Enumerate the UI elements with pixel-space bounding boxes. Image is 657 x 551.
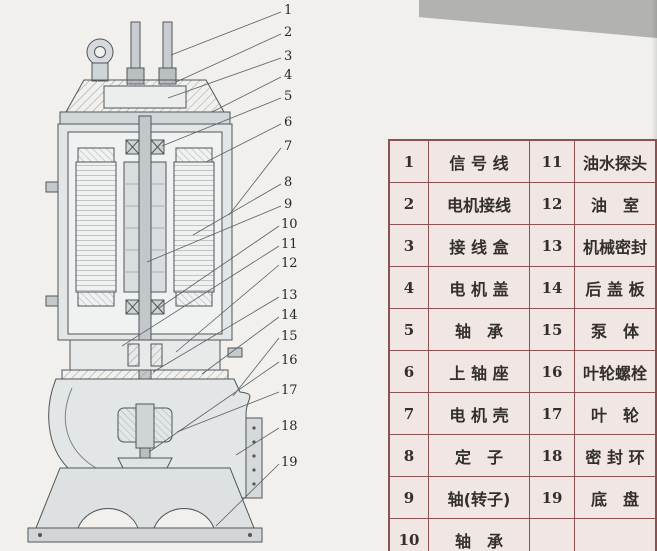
lower-bearing [125,299,165,315]
part-name: 机械密封 [574,224,657,267]
part-number: 13 [529,224,575,267]
part-name: 轴 承 [428,518,530,551]
part-number: 10 [388,518,429,551]
part-name [574,518,657,551]
parts-table: 1 信 号 线 11 油水探头 2 电机接线 12 油 室 3 接 线 盒 13… [388,139,657,551]
part-name: 密 封 环 [574,434,657,477]
part-number: 15 [529,308,575,351]
table-row: 8 定 子 18 密 封 环 [388,434,657,477]
part-name: 电机接线 [428,182,530,225]
part-number: 1 [388,139,429,183]
part-number: 6 [388,350,429,393]
callout-15: 15 [281,329,298,344]
part-number: 4 [388,266,429,309]
callout-17: 17 [281,383,298,398]
callout-5: 5 [284,89,293,104]
part-number: 19 [529,476,575,519]
part-number: 5 [388,308,429,351]
part-name: 轴 承 [428,308,530,351]
part-name: 油 室 [574,182,657,225]
part-name: 定 子 [428,434,530,477]
part-number: 18 [529,434,575,477]
table-row: 2 电机接线 12 油 室 [388,182,657,225]
callout-1: 1 [284,3,293,18]
callout-14: 14 [281,308,298,323]
callout-8: 8 [284,175,293,190]
upper-bearing [125,139,165,155]
table-row: 3 接 线 盒 13 机械密封 [388,224,657,267]
callout-19: 19 [281,455,298,470]
part-number: 17 [529,392,575,435]
part-name: 接 线 盒 [428,224,530,267]
callout-7: 7 [284,139,293,154]
part-number: 2 [388,182,429,225]
part-number: 12 [529,182,575,225]
part-number: 8 [388,434,429,477]
table-row: 5 轴 承 15 泵 体 [388,308,657,351]
table-row: 4 电 机 盖 14 后 盖 板 [388,266,657,309]
lifting-eye [86,38,114,82]
part-name: 泵 体 [574,308,657,351]
pump-drawing-svg [27,11,282,543]
part-name: 后 盖 板 [574,266,657,309]
callout-9: 9 [284,197,293,212]
callout-11: 11 [281,237,298,252]
part-name: 电 机 壳 [428,392,530,435]
part-name: 轴(转子) [428,476,530,519]
oil-chamber [69,339,243,371]
part-name: 油水探头 [574,139,657,183]
part-number: 11 [529,139,575,183]
callout-6: 6 [284,115,293,130]
table-row: 7 电 机 壳 17 叶 轮 [388,392,657,435]
pump-cross-section-diagram: 1 2 3 4 5 6 7 8 9 10 11 12 13 14 15 16 1… [27,3,298,543]
part-number: 14 [529,266,575,309]
scan-edge-shadow [419,0,657,38]
part-number: 16 [529,350,575,393]
base-plate [27,527,263,543]
callout-10: 10 [281,217,298,232]
callout-2: 2 [284,25,293,40]
table-row: 9 轴(转子) 19 底 盘 [388,476,657,519]
part-number: 7 [388,392,429,435]
base-stand [27,467,263,543]
part-number [529,518,575,551]
part-number: 3 [388,224,429,267]
part-name: 上 轴 座 [428,350,530,393]
part-number: 9 [388,476,429,519]
part-name: 底 盘 [574,476,657,519]
callout-16: 16 [281,353,298,368]
callout-12: 12 [281,256,298,271]
callout-18: 18 [281,419,298,434]
callout-13: 13 [281,288,298,303]
junction-box [103,85,187,109]
part-name: 叶轮螺栓 [574,350,657,393]
callout-4: 4 [284,68,293,83]
part-name: 叶 轮 [574,392,657,435]
motor-cover [59,79,231,125]
part-name: 电 机 盖 [428,266,530,309]
cable-group [126,21,177,85]
part-name: 信 号 线 [428,139,530,183]
table-row: 10 轴 承 [388,518,657,551]
table-row: 6 上 轴 座 16 叶轮螺栓 [388,350,657,393]
impeller-bolt [139,447,151,459]
leader-lines [121,11,282,527]
table-row: 1 信 号 线 11 油水探头 [388,139,657,183]
callout-3: 3 [284,49,293,64]
rear-cover-plate [61,369,229,380]
